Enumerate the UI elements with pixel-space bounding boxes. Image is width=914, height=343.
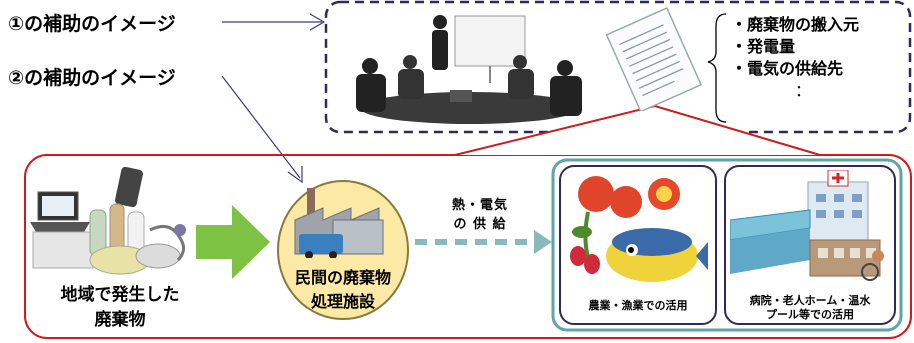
agri-use-label: 農業・漁業での活用 [588,299,688,312]
supply-arrow-head [534,230,552,254]
assist1-label: ①の補助のイメージ [8,13,176,35]
facility-label-line1: 民間の廃棄物 [294,268,391,287]
info-list: ・廃棄物の搬入元 ・発電量 ・電気の供給先 ： [731,14,859,102]
supply-label: 熱・電気 の 供 給 [440,196,520,234]
supply-label-line1: 熱・電気 [451,198,508,213]
info-item-more: ： [795,81,812,100]
supply-label-line2: の 供 給 [453,217,507,232]
facility-label: 民間の廃棄物 処理施設 [283,266,403,314]
agri-fish-illustration [570,176,708,282]
hospital-use-line1: 病院・老人ホーム・温水 [749,294,871,307]
green-arrow-icon [196,205,270,279]
info-item-source: ・廃棄物の搬入元 [731,15,860,34]
info-bracket [707,13,727,123]
callout2-arrow-line [221,75,301,179]
uses-teal-box [551,158,903,332]
waste-label-line1: 地域で発生した [60,285,180,305]
waste-label-line2: 廃棄物 [94,310,146,330]
hospital-pool-illustration [730,170,884,281]
callout2-arrow-head [287,166,303,184]
document-icon [605,7,703,111]
meeting-illustration [356,15,582,124]
hospital-use-line2: プール等での活用 [766,308,854,321]
factory-illustration [294,188,384,258]
facility-label-line2: 処理施設 [310,292,375,311]
waste-label: 地域で発生した 廃棄物 [40,283,200,333]
waste-pile-illustration [30,166,186,275]
info-item-power: ・発電量 [731,37,796,56]
hospital-use-label: 病院・老人ホーム・温水 プール等での活用 [727,294,893,322]
callout1-arrow-head [309,13,326,31]
info-item-destination: ・電気の供給先 [731,59,844,78]
assist2-label: ②の補助のイメージ [8,67,176,89]
